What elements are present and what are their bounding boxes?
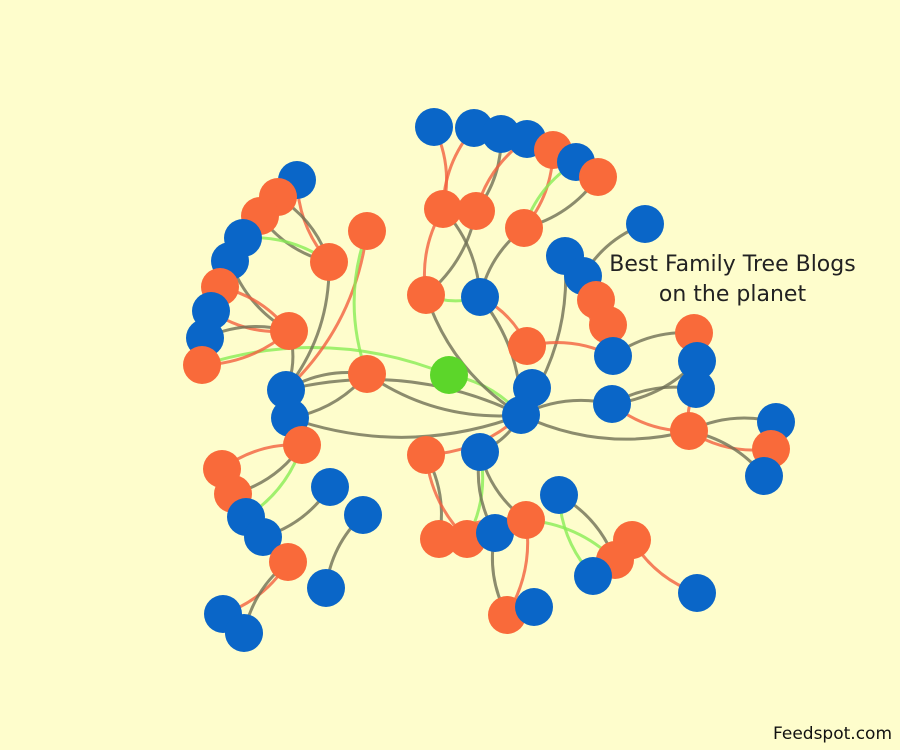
- edge-gray: [289, 413, 522, 439]
- blog-node-orange[interactable]: [508, 327, 546, 365]
- blog-node-blue[interactable]: [574, 557, 612, 595]
- blog-node-blue[interactable]: [594, 337, 632, 375]
- blog-node-orange[interactable]: [310, 243, 348, 281]
- blog-node-orange[interactable]: [269, 543, 307, 581]
- blog-node-orange[interactable]: [183, 346, 221, 384]
- blog-node-blue[interactable]: [267, 371, 305, 409]
- blog-node-orange[interactable]: [505, 209, 543, 247]
- blog-node-blue[interactable]: [225, 614, 263, 652]
- edge-gray: [366, 372, 522, 418]
- blog-node-blue[interactable]: [678, 342, 716, 380]
- blog-node-blue[interactable]: [344, 496, 382, 534]
- edge-red: [284, 230, 369, 392]
- blog-node-orange[interactable]: [407, 276, 445, 314]
- edge-gray: [520, 413, 690, 441]
- nodes-layer: [183, 108, 795, 652]
- blog-node-blue[interactable]: [626, 205, 664, 243]
- blog-node-blue[interactable]: [502, 396, 540, 434]
- blog-node-orange[interactable]: [407, 436, 445, 474]
- feedspot-credit[interactable]: Feedspot.com: [773, 724, 892, 744]
- blog-node-blue[interactable]: [593, 385, 631, 423]
- blog-node-orange[interactable]: [579, 158, 617, 196]
- blog-node-orange[interactable]: [507, 501, 545, 539]
- blog-node-blue[interactable]: [311, 468, 349, 506]
- blog-node-orange[interactable]: [283, 426, 321, 464]
- blog-node-orange[interactable]: [348, 355, 386, 393]
- blog-node-blue[interactable]: [415, 108, 453, 146]
- blog-node-blue[interactable]: [461, 433, 499, 471]
- blog-node-blue[interactable]: [515, 588, 553, 626]
- blog-node-orange[interactable]: [589, 306, 627, 344]
- blog-node-orange[interactable]: [420, 520, 458, 558]
- edge-green: [201, 346, 450, 377]
- blog-node-orange[interactable]: [457, 192, 495, 230]
- blog-node-blue[interactable]: [745, 457, 783, 495]
- blog-node-orange[interactable]: [348, 212, 386, 250]
- blog-node-blue[interactable]: [307, 569, 345, 607]
- blog-node-blue[interactable]: [244, 518, 282, 556]
- blog-node-orange[interactable]: [675, 314, 713, 352]
- graph-title: Best Family Tree Blogs on the planet: [609, 252, 856, 307]
- blog-node-blue[interactable]: [476, 514, 514, 552]
- edge-gray: [285, 378, 522, 417]
- blog-node-blue[interactable]: [678, 574, 716, 612]
- blog-node-blue[interactable]: [540, 476, 578, 514]
- blog-node-blue[interactable]: [461, 278, 499, 316]
- root-node[interactable]: [430, 356, 468, 394]
- blog-node-orange[interactable]: [270, 312, 308, 350]
- blog-node-orange[interactable]: [670, 412, 708, 450]
- blog-node-orange[interactable]: [424, 190, 462, 228]
- blog-node-blue[interactable]: [677, 370, 715, 408]
